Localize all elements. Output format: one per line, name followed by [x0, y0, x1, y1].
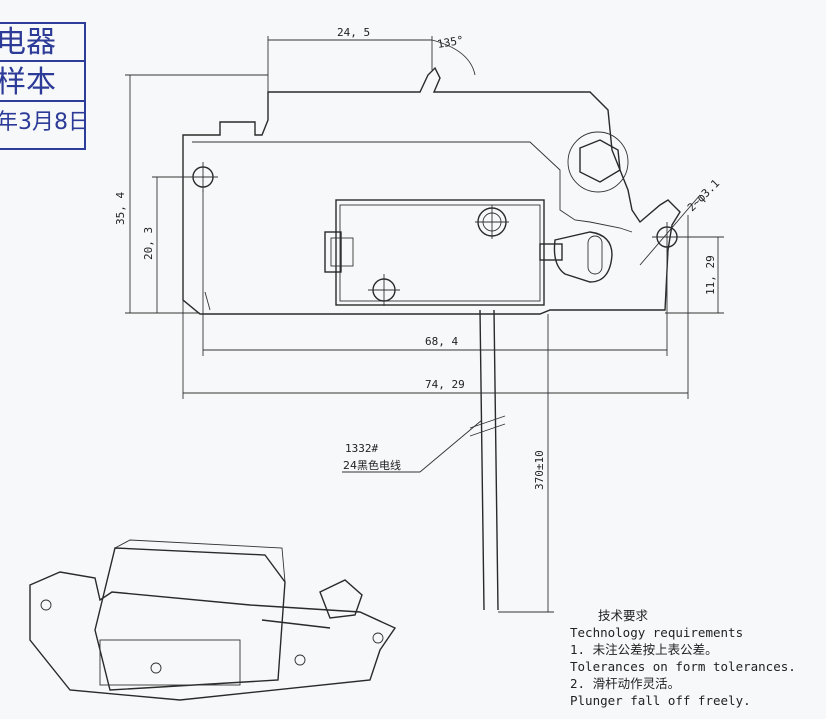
notes-item-2-en: Plunger fall off freely.: [570, 693, 751, 708]
dim-text-wire-length: 370±10: [533, 450, 546, 490]
lever: [553, 231, 613, 283]
dim-text-width-overall: 74, 29: [425, 378, 465, 391]
wire-code: 1332#: [345, 442, 378, 455]
hex-nut: [579, 139, 621, 183]
isometric-view: [29, 539, 397, 701]
dim-height-left: [125, 74, 268, 314]
solenoid-inner: [339, 204, 541, 302]
dim-height-hole: [152, 176, 193, 313]
bracket-inner-edge: [192, 141, 633, 311]
dim-width-inner: [202, 190, 668, 356]
technical-requirements: 技术要求 Technology requirements 1. 未注公差按上表公…: [570, 607, 820, 709]
dim-top-width: [267, 36, 433, 92]
dim-right-height: [665, 236, 724, 314]
plunger-cap: [324, 231, 342, 273]
dim-text-height-left: 35, 4: [114, 192, 127, 225]
dim-text-height-hole: 20, 3: [142, 227, 155, 260]
wire-left: [479, 309, 485, 611]
dim-text-slot: 2~φ3.1: [685, 177, 722, 214]
solenoid-body: [335, 199, 545, 306]
lever-slot: [587, 235, 603, 275]
screw-bottom: [368, 274, 400, 306]
notes-title-en: Technology requirements: [570, 625, 744, 640]
notes-item-1: 1. 未注公差按上表公差。: [570, 642, 718, 657]
stamp-line-2: 样本: [0, 64, 84, 102]
dim-angle-arc: [431, 39, 476, 76]
screw-top: [475, 205, 509, 239]
approval-stamp: 电器 样本 年3月8日: [0, 22, 86, 150]
dim-wire-length: [498, 314, 554, 613]
plunger-rod: [539, 243, 563, 261]
mounting-hole-right: [652, 222, 682, 252]
dim-slot-leader: [639, 194, 701, 266]
wire-right: [493, 309, 499, 611]
dim-text-angle: 135°: [436, 34, 464, 51]
stamp-date: 年3月8日: [0, 110, 84, 135]
notes-item-2: 2. 滑杆动作灵活。: [570, 676, 681, 691]
wire-label-leader: [419, 419, 483, 473]
nut-boss: [567, 131, 629, 193]
wire-break: [469, 415, 506, 437]
dim-width-overall: [182, 215, 689, 399]
dim-text-right-height: 11, 29: [704, 255, 717, 295]
dim-text-width-inner: 68, 4: [425, 335, 458, 348]
plunger-cap-inner: [330, 237, 354, 267]
stamp-line-1: 电器: [0, 24, 84, 62]
wire-desc: 24黑色电线: [343, 458, 401, 472]
notes-item-1-en: Tolerances on form tolerances.: [570, 659, 796, 674]
notes-title: 技术要求: [598, 608, 649, 623]
bracket-outline: [182, 66, 681, 315]
dim-text-top-width: 24, 5: [337, 26, 370, 39]
